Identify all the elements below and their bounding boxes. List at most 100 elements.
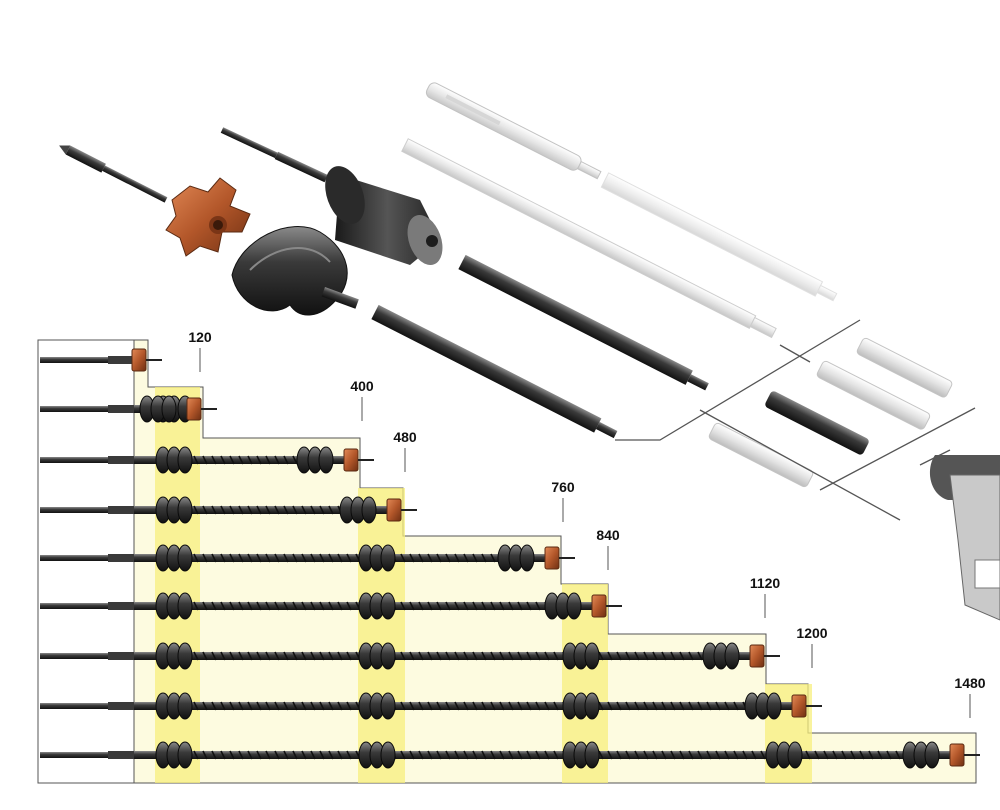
auger-thread — [544, 750, 550, 760]
auger-thread — [463, 651, 469, 661]
auger-thread — [283, 601, 289, 611]
auger-shaft — [134, 751, 958, 759]
auger-flight-coil — [584, 741, 600, 769]
auger-thread — [607, 701, 613, 711]
auger-thread — [814, 750, 820, 760]
auger-thread — [535, 750, 541, 760]
configuration-row: 1480 — [40, 675, 986, 720]
auger-flight-coil — [177, 741, 193, 769]
auger-thread — [274, 750, 280, 760]
auger-thread — [661, 750, 667, 760]
auger-thread — [598, 651, 604, 661]
auger-thread — [751, 750, 757, 760]
auger-thread — [220, 553, 226, 563]
auger-thread — [202, 553, 208, 563]
auger-thread — [220, 601, 226, 611]
auger-thread — [283, 455, 289, 465]
auger-thread — [400, 601, 406, 611]
auger-flight-coil — [161, 395, 177, 423]
drill-shank — [40, 703, 142, 709]
auger-thread — [238, 750, 244, 760]
auger-thread — [193, 455, 199, 465]
auger-thread — [256, 651, 262, 661]
cutting-head-marker — [749, 644, 765, 668]
sds-long-drill-bit — [425, 82, 602, 180]
auger-thread — [310, 505, 316, 515]
length-label: 840 — [596, 527, 620, 543]
auger-thread — [472, 553, 478, 563]
auger-thread — [193, 505, 199, 515]
auger-thread — [427, 701, 433, 711]
auger-thread — [211, 505, 217, 515]
auger-thread — [445, 701, 451, 711]
auger-thread — [193, 601, 199, 611]
auger-thread — [328, 601, 334, 611]
auger-thread — [481, 750, 487, 760]
auger-thread — [481, 651, 487, 661]
sds-medium-auger-bit — [600, 172, 838, 302]
auger-thread — [544, 651, 550, 661]
auger-thread — [841, 750, 847, 760]
auger-thread — [463, 553, 469, 563]
auger-thread — [598, 701, 604, 711]
auger-flight-coil — [361, 496, 377, 524]
auger-thread — [238, 701, 244, 711]
auger-thread — [832, 750, 838, 760]
auger-thread — [319, 553, 325, 563]
auger-shaft — [134, 702, 800, 710]
auger-thread — [301, 701, 307, 711]
auger-thread — [625, 750, 631, 760]
auger-thread — [688, 651, 694, 661]
cutting-head — [165, 177, 251, 257]
auger-thread — [490, 701, 496, 711]
auger-thread — [229, 750, 235, 760]
auger-thread — [319, 701, 325, 711]
auger-thread — [220, 505, 226, 515]
auger-thread — [274, 553, 280, 563]
auger-thread — [265, 651, 271, 661]
auger-thread — [445, 601, 451, 611]
auger-thread — [472, 601, 478, 611]
auger-thread — [337, 601, 343, 611]
auger-thread — [697, 651, 703, 661]
auger-thread — [247, 505, 253, 515]
auger-thread — [742, 750, 748, 760]
auger-thread — [616, 750, 622, 760]
auger-thread — [508, 750, 514, 760]
assembly-bracket-lines — [615, 319, 976, 521]
section-joint-band — [358, 488, 405, 783]
auger-thread — [202, 505, 208, 515]
cutting-head-marker — [544, 546, 560, 570]
auger-thread — [517, 651, 523, 661]
auger-thread — [328, 701, 334, 711]
auger-thread — [193, 651, 199, 661]
auger-thread — [337, 750, 343, 760]
auger-thread — [256, 601, 262, 611]
configuration-row: 1120 — [40, 575, 780, 620]
auger-thread — [616, 651, 622, 661]
auger-thread — [265, 701, 271, 711]
auger-thread — [310, 651, 316, 661]
cutting-head-marker — [386, 498, 402, 522]
auger-thread — [247, 553, 253, 563]
auger-thread — [877, 750, 883, 760]
auger-thread — [409, 651, 415, 661]
auger-thread — [463, 701, 469, 711]
auger-thread — [625, 651, 631, 661]
cutting-head-marker — [343, 448, 359, 472]
auger-thread — [859, 750, 865, 760]
auger-thread — [463, 601, 469, 611]
auger-thread — [490, 651, 496, 661]
auger-thread — [193, 750, 199, 760]
auger-thread — [409, 553, 415, 563]
auger-thread — [481, 553, 487, 563]
auger-thread — [292, 601, 298, 611]
auger-thread — [643, 750, 649, 760]
auger-thread — [418, 701, 424, 711]
auger-thread — [310, 750, 316, 760]
auger-thread — [445, 553, 451, 563]
sds-auger-drill-bit — [401, 138, 777, 339]
configuration-row: 840 — [40, 527, 620, 572]
auger-thread — [238, 553, 244, 563]
pilot-drill-bit — [59, 145, 168, 203]
